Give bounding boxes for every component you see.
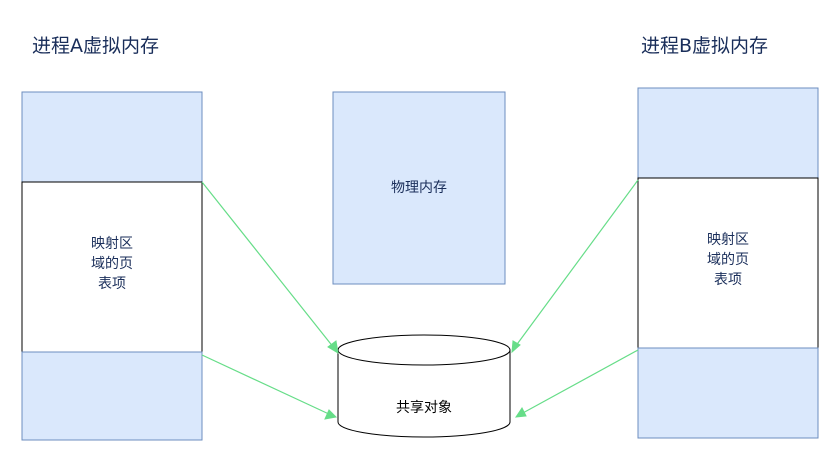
shared-object-label: 共享对象 (396, 399, 452, 416)
process-a-bottom-region (21, 351, 203, 441)
arrow-b-top-to-shared (514, 179, 639, 348)
physical-memory: 物理内存 (332, 91, 506, 285)
process-b-mapped-region (637, 177, 819, 349)
arrow-b-bottom-head (514, 407, 527, 418)
arrow-a-bottom-head (324, 409, 338, 420)
mapping-arrows (201, 179, 639, 420)
process-a-mapped-label-line-1: 映射区 (91, 236, 133, 252)
arrow-a-top-head (327, 340, 339, 354)
process-b-bottom-region (637, 347, 819, 439)
process-b-mapped-label-line-1: 映射区 (707, 232, 749, 248)
process-b-mapped-label-line-2: 域的页 (707, 252, 749, 268)
shared-object-cylinder: 共享对象 (337, 334, 511, 438)
arrow-a-top-to-shared (201, 181, 335, 349)
process-a-top-region (21, 91, 203, 183)
process-b-title: 进程B虚拟内存 (641, 35, 768, 57)
process-a-title: 进程A虚拟内存 (32, 35, 159, 57)
process-b-top-region (637, 87, 819, 179)
shared-object-cylinder-body (337, 350, 511, 438)
shared-object-cylinder-top (337, 334, 511, 366)
process-a-mapped-label-line-2: 域的页 (91, 256, 133, 272)
process-a-virtual-memory: 映射区 域的页 表项 (21, 91, 203, 441)
process-b-virtual-memory: 映射区 域的页 表项 (637, 87, 819, 439)
process-a-mapped-region (21, 181, 203, 353)
process-a-mapped-label-line-3: 表项 (98, 276, 126, 292)
physical-memory-label: 物理内存 (391, 180, 447, 196)
physical-memory-box (332, 91, 506, 285)
arrow-a-bottom-to-shared (201, 354, 332, 416)
arrow-b-bottom-to-shared (520, 349, 639, 415)
process-b-mapped-label-line-3: 表项 (714, 272, 742, 288)
arrow-b-top-head (511, 340, 521, 354)
